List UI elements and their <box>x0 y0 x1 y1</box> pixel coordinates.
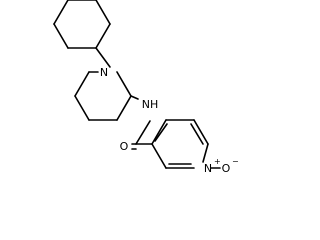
atom-label-n-pyridine: N <box>204 162 212 175</box>
bond <box>190 123 204 145</box>
bond <box>95 47 111 68</box>
bond <box>151 119 167 145</box>
bond <box>135 120 151 145</box>
atom-label-n-piperidine: N <box>100 66 108 79</box>
bond <box>74 71 90 97</box>
piperidine-ring <box>74 71 132 121</box>
molecule-canvas: N NH O N + O − <box>53 0 239 175</box>
bond <box>116 95 132 121</box>
bond <box>130 95 139 100</box>
atom-label-n-amide: NH <box>142 98 159 111</box>
bond <box>151 143 167 169</box>
bond <box>202 143 209 163</box>
structure-drawing: N NH O N + O − <box>53 0 239 175</box>
bond <box>53 0 69 25</box>
bond <box>116 71 132 97</box>
bond <box>74 95 90 121</box>
bond <box>95 0 111 25</box>
atom-label-o-carbonyl: O <box>120 140 129 153</box>
cyclohexyl-ring <box>53 0 111 49</box>
atom-charge-n-pyridine: + <box>214 157 221 166</box>
bond <box>95 23 111 49</box>
bond <box>53 23 69 49</box>
bond <box>193 119 209 145</box>
bond <box>154 123 168 142</box>
pyridine-ring <box>151 119 209 169</box>
atom-charge-o-noxide: − <box>232 157 239 166</box>
atom-label-o-noxide: O <box>222 162 231 175</box>
